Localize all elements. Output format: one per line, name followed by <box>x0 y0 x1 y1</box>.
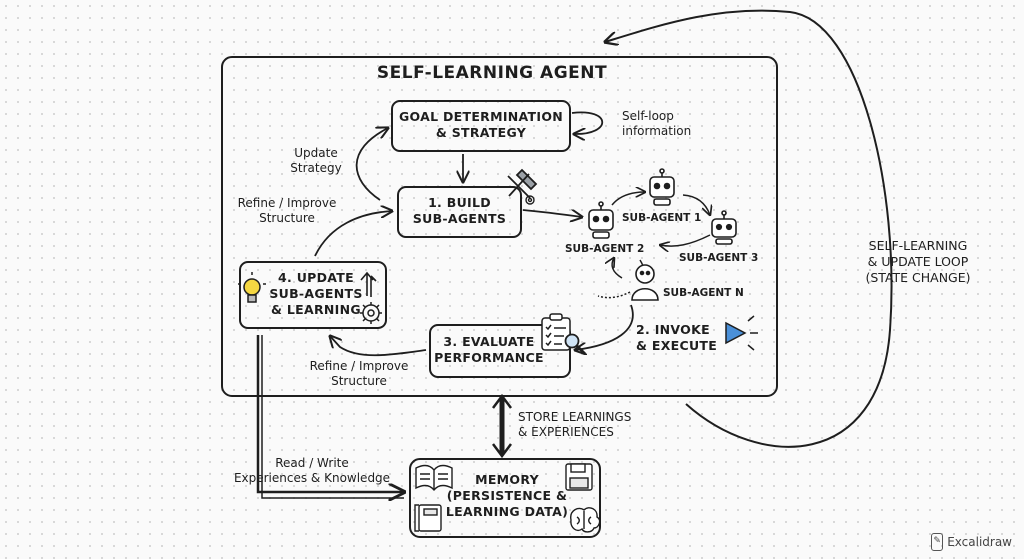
evaluate-line-2: PERFORMANCE <box>434 350 544 365</box>
subagent-n-out-arrow <box>597 291 631 299</box>
sub-agent-3-label: SUB-AGENT 3 <box>679 252 759 264</box>
read-write-label: Read / Write Experiences & Knowledge <box>222 456 402 486</box>
update-box[interactable] <box>239 261 387 329</box>
hammer-wrench-icon <box>507 168 538 199</box>
update-line-3: & LEARNING <box>271 302 361 317</box>
outer-loop-line-1: SELF-LEARNING <box>868 238 968 253</box>
subagent-1-to-3-arrow <box>682 194 710 215</box>
robot-icon <box>711 210 737 245</box>
build-box[interactable] <box>397 186 522 238</box>
invoke-line-1: 2. INVOKE <box>636 322 710 337</box>
refine-bottom-label: Refine / Improve Structure <box>300 359 418 389</box>
floppy-disk-icon <box>565 463 593 491</box>
update-strategy-line-2: Strategy <box>290 161 342 175</box>
outer-loop-label: SELF-LEARNING & UPDATE LOOP (STATE CHANG… <box>852 238 984 286</box>
lightbulb-icon <box>238 272 266 303</box>
read-write-line-2: Experiences & Knowledge <box>233 471 391 485</box>
build-box-label: 1. BUILD SUB-AGENTS <box>398 195 521 227</box>
refine-top-line-1: Refine / Improve <box>237 196 337 210</box>
subagent-2-to-1-arrow <box>611 192 645 206</box>
refine-bottom-arrow <box>330 336 427 357</box>
build-line-1: 1. BUILD <box>428 195 491 210</box>
read-write-arrow <box>256 335 404 492</box>
notebook-icon <box>414 504 442 532</box>
outer-loop-arrow <box>605 9 893 448</box>
update-line-1: 4. UPDATE <box>278 270 354 285</box>
memory-line-2: (PERSISTENCE & <box>446 488 568 503</box>
gear-icon <box>360 302 382 324</box>
update-line-2: SUB-AGENTS <box>269 286 363 301</box>
evaluate-line-1: 3. EVALUATE <box>443 334 535 349</box>
store-arrow-head-top <box>492 393 512 409</box>
excalidraw-logo-icon: ✎ <box>931 533 944 551</box>
goal-box-label: GOAL DETERMINATION & STRATEGY <box>392 109 570 141</box>
sub-agent-2-label: SUB-AGENT 2 <box>565 243 645 255</box>
goal-line-1: GOAL DETERMINATION <box>398 109 564 124</box>
refine-bottom-line-1: Refine / Improve <box>309 359 409 373</box>
invoke-label: 2. INVOKE & EXECUTE <box>636 322 726 354</box>
update-strategy-label: Update Strategy <box>284 146 348 176</box>
robot-icon <box>588 201 614 239</box>
invoke-line-2: & EXECUTE <box>636 338 718 353</box>
excalidraw-watermark: ✎ Excalidraw <box>931 533 1012 551</box>
store-line-2: & EXPERIENCES <box>518 425 614 439</box>
read-write-arrow-shadow <box>261 335 404 499</box>
memory-line-1: MEMORY <box>475 472 539 487</box>
store-arrow-head-bottom <box>492 443 512 459</box>
update-strategy-line-1: Update <box>294 146 338 160</box>
build-to-subagents-arrow <box>522 209 582 217</box>
book-icon <box>415 464 453 492</box>
brand-label: Excalidraw <box>947 535 1012 549</box>
refine-top-arrow <box>314 211 392 257</box>
self-loop-label: Self-loop information <box>622 109 691 139</box>
refine-top-label: Refine / Improve Structure <box>228 196 346 226</box>
sub-agent-n-label: SUB-AGENT N <box>663 287 744 299</box>
store-line-1: STORE LEARNINGS <box>518 410 632 424</box>
goal-box[interactable] <box>391 100 571 152</box>
magnifier-icon <box>564 333 587 356</box>
self-loop-line-2: information <box>622 124 692 138</box>
self-loop-arrow <box>571 111 603 134</box>
memory-box[interactable] <box>409 458 601 538</box>
play-triangle-icon <box>725 315 758 351</box>
read-write-line-1: Read / Write <box>275 456 349 470</box>
goal-line-2: & STRATEGY <box>435 125 527 140</box>
subagent-n-to-2-arrow <box>612 258 623 279</box>
update-strategy-arrow <box>355 128 388 201</box>
diagram-title: SELF-LEARNING AGENT <box>376 63 608 83</box>
memory-line-3: LEARNING DATA) <box>445 504 569 519</box>
evaluate-box-label: 3. EVALUATE PERFORMANCE <box>430 334 548 366</box>
update-box-label: 4. UPDATE SUB-AGENTS & LEARNING <box>262 270 370 318</box>
refine-bottom-line-2: Structure <box>331 374 387 388</box>
outer-loop-line-2: & UPDATE LOOP <box>867 254 969 269</box>
sub-agent-1-label: SUB-AGENT 1 <box>622 212 702 224</box>
invoke-to-evaluate-arrow <box>575 304 634 350</box>
subagent-3-to-2-arrow <box>660 234 711 246</box>
store-label: STORE LEARNINGS & EXPERIENCES <box>518 410 631 440</box>
self-loop-line-1: Self-loop <box>622 109 674 123</box>
evaluate-box[interactable] <box>429 324 571 378</box>
brain-icon <box>570 507 601 533</box>
robot-icon <box>631 264 659 301</box>
outer-loop-line-3: (STATE CHANGE) <box>865 270 971 285</box>
build-line-2: SUB-AGENTS <box>412 211 507 226</box>
agent-container <box>221 56 778 397</box>
robot-icon <box>649 168 675 206</box>
gear-icon <box>525 195 535 205</box>
arrow-up-icon <box>360 271 377 297</box>
refine-top-line-2: Structure <box>259 211 315 225</box>
memory-box-label: MEMORY (PERSISTENCE & LEARNING DATA) <box>440 472 574 520</box>
